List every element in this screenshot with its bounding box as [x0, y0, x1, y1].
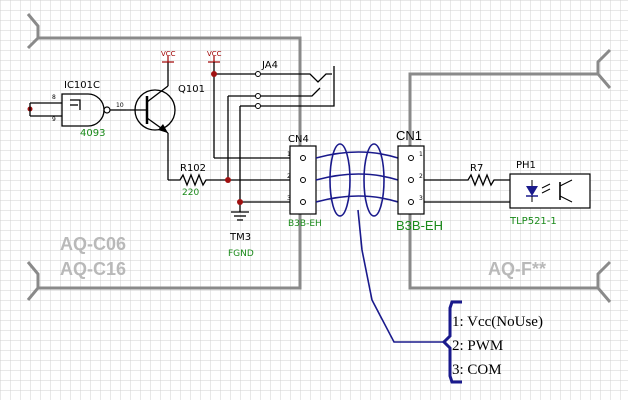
- cn4-pin-2: 2: [287, 173, 291, 180]
- junction-pwm: [225, 177, 231, 183]
- optocoupler-ph1: [509, 173, 591, 209]
- gate-part: 4093: [80, 128, 105, 139]
- cn1-part: B3B-EH: [396, 218, 443, 233]
- opto-part: TLP521-1: [509, 216, 557, 227]
- opto-ref: PH1: [516, 160, 536, 171]
- vcc-symbol-1: [162, 56, 174, 63]
- transistor-q101: [126, 62, 176, 180]
- gate-pin-a: 8: [52, 94, 56, 101]
- connector-cn4: [289, 145, 317, 215]
- legend-item-2: 2: PWM: [452, 338, 503, 354]
- resistor-r102: [168, 173, 228, 187]
- cn1-pin-1: 1: [419, 151, 423, 158]
- cn4-pin-3: 3: [287, 195, 291, 202]
- legend-item-1: 1: Vcc(NoUse): [452, 314, 543, 330]
- cn4-pin-1: 1: [287, 151, 291, 158]
- legend-brace: [441, 300, 462, 384]
- cn4-part: B3B-EH: [288, 219, 322, 229]
- cable-bundle: [315, 143, 444, 343]
- cn1-ref: CN1: [396, 128, 422, 143]
- cn1-pin-3: 3: [419, 195, 423, 202]
- r7-ref: R7: [470, 163, 483, 174]
- r102-ref: R102: [180, 163, 206, 174]
- junction-gnd: [237, 199, 243, 205]
- transistor-ref: Q101: [178, 84, 205, 95]
- resistor-r7: [424, 173, 510, 187]
- board-label-left-2: AQ-C16: [60, 259, 126, 279]
- jack-ja4: [255, 66, 335, 109]
- nand-gate: [27, 93, 126, 127]
- board-label-left-1: AQ-C06: [60, 234, 126, 254]
- vcc-label-2: VCC: [207, 50, 222, 58]
- cn4-ref: CN4: [288, 134, 309, 145]
- jack-wiring: [213, 62, 290, 212]
- r102-value: 220: [182, 188, 199, 198]
- gate-ref: IC101C: [64, 80, 100, 91]
- ground-ref: TM3: [229, 232, 251, 243]
- board-label-right: AQ-F**: [488, 259, 546, 279]
- legend-item-3: 3: COM: [452, 362, 502, 378]
- gate-pin-b: 9: [52, 116, 56, 123]
- jack-ref: JA4: [261, 60, 278, 71]
- gate-pin-out: 10: [116, 102, 124, 109]
- ground-net: FGND: [228, 249, 254, 259]
- cn1-pin-2: 2: [419, 173, 423, 180]
- junction-vcc: [211, 71, 217, 77]
- vcc-label-1: VCC: [161, 50, 176, 58]
- ground-tm3: [231, 211, 249, 221]
